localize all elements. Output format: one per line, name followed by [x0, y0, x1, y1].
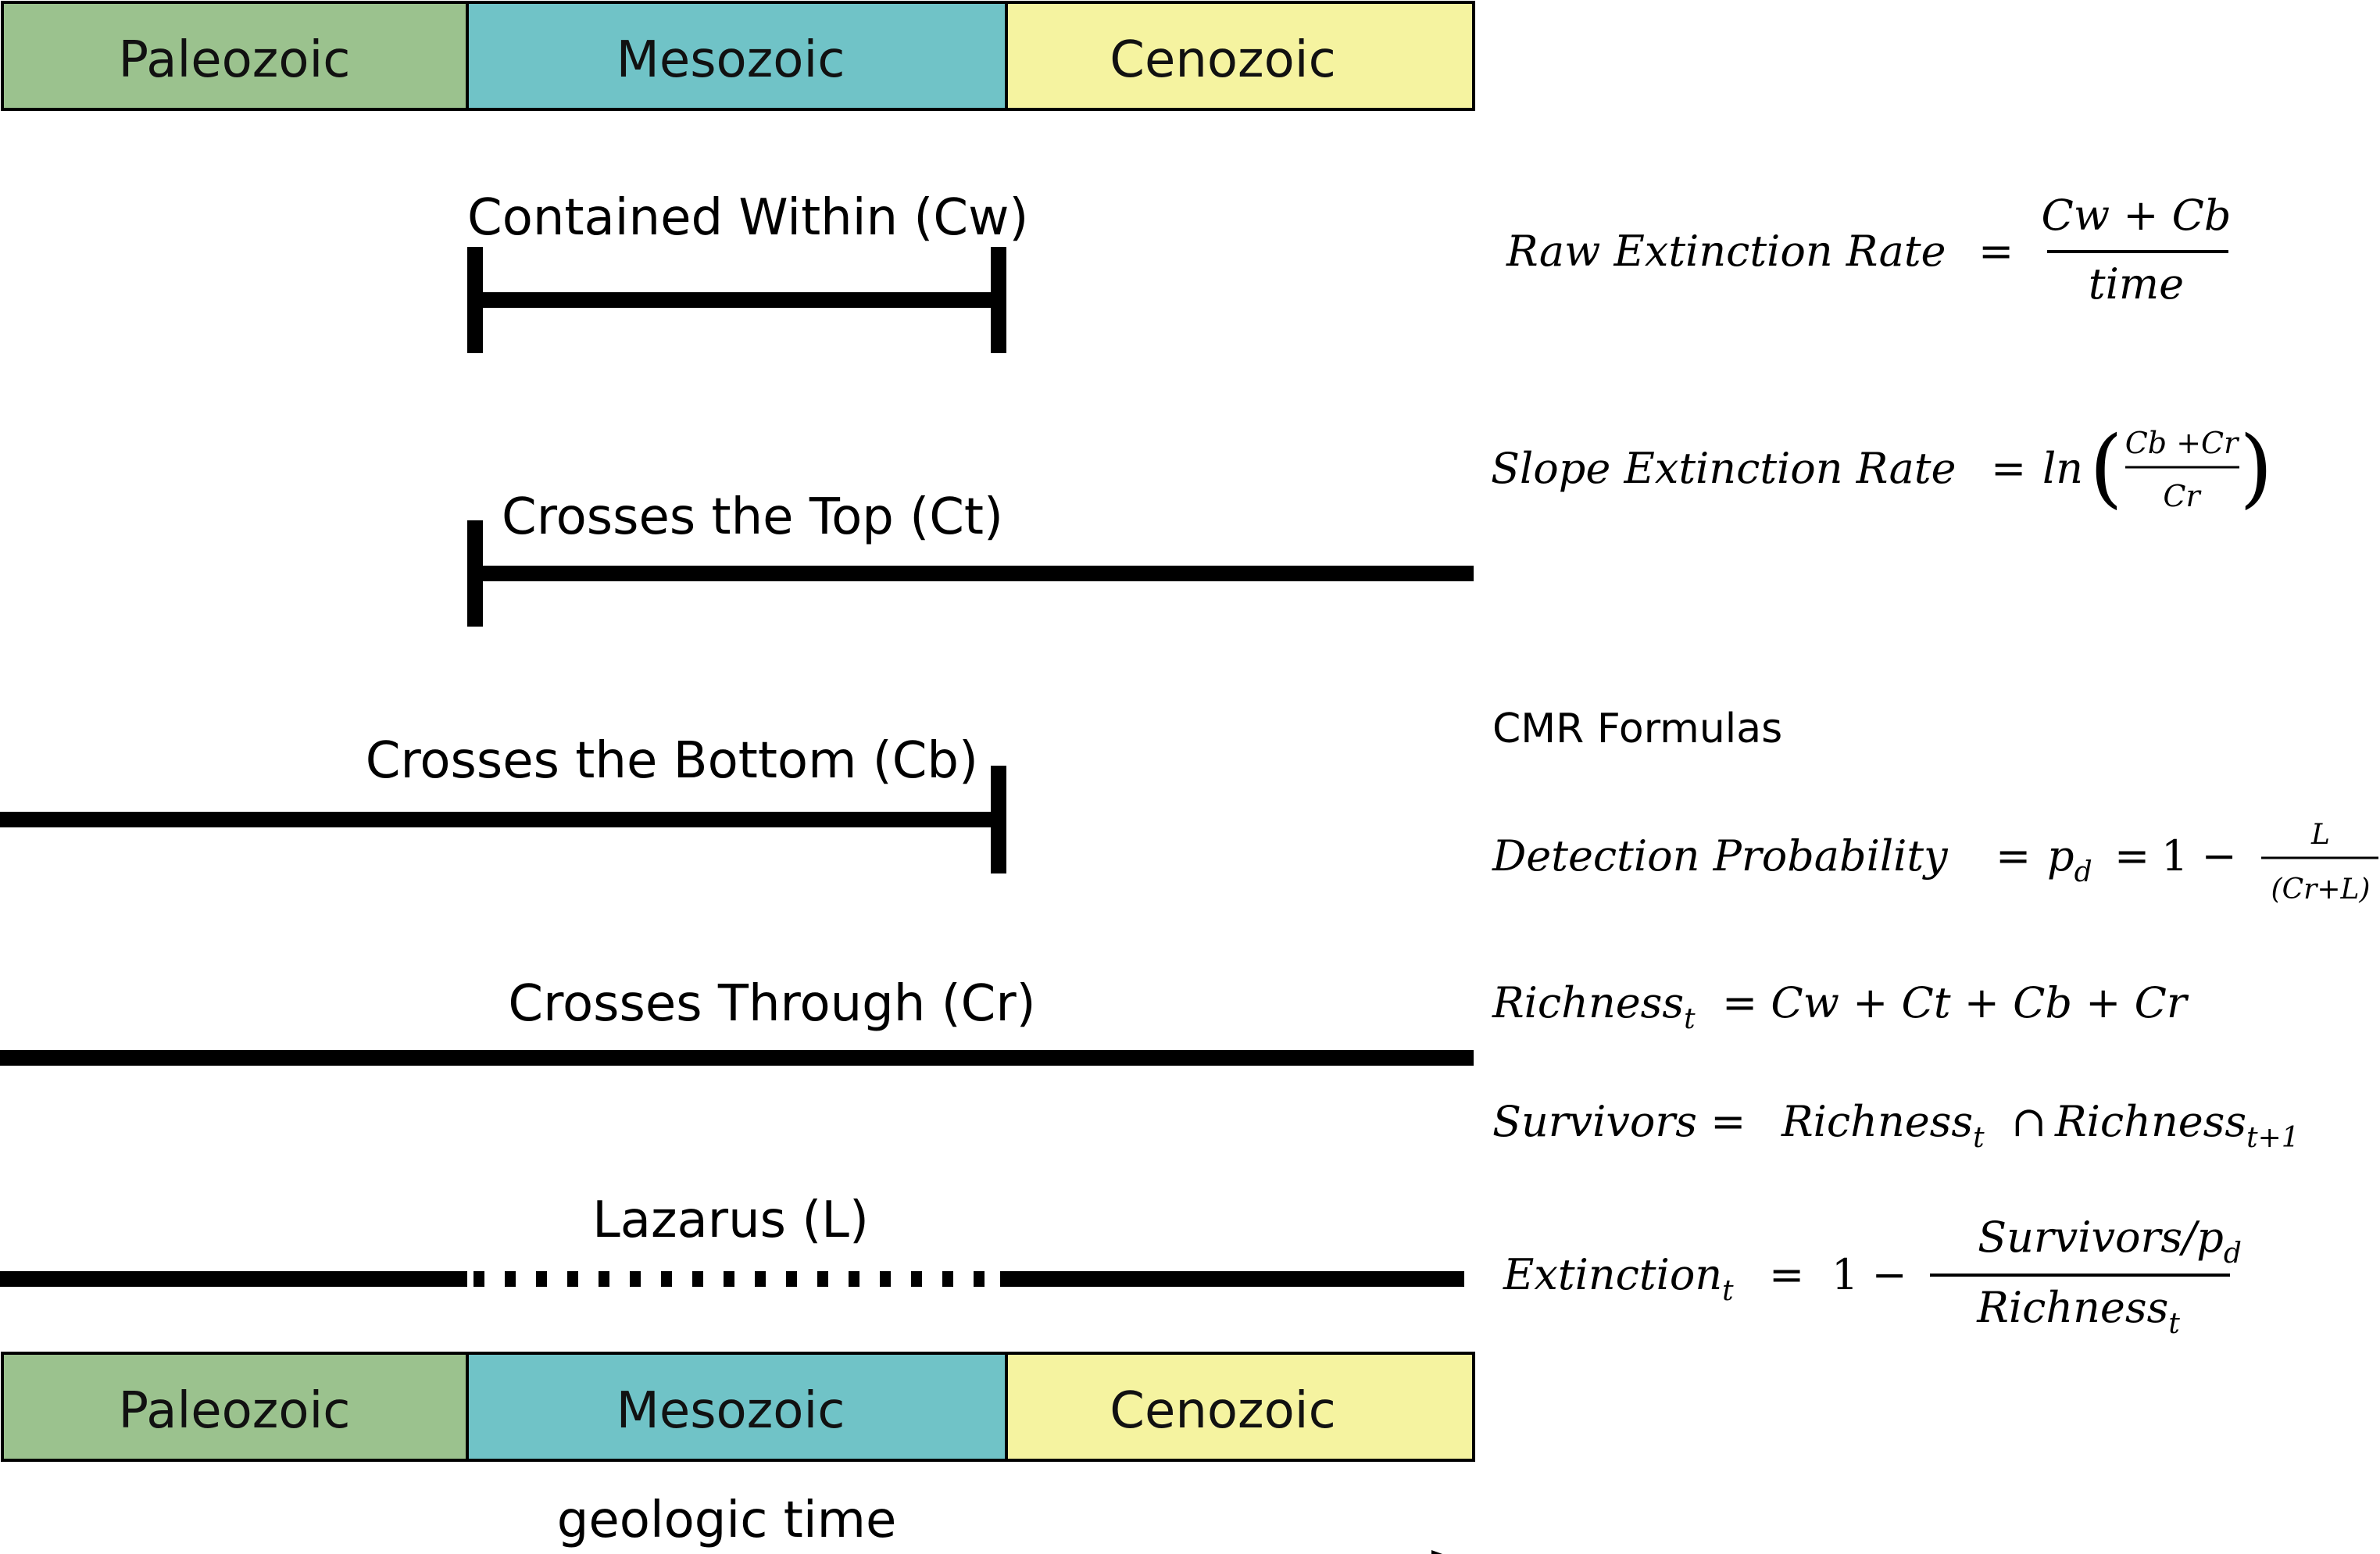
time-axis: geologic time	[557, 1491, 1475, 1554]
formula-lhs: Detection Probability	[1492, 831, 1949, 881]
formula-lhs: Survivors =	[1492, 1097, 1746, 1146]
formula-lhs: Raw Extinction Rate	[1506, 227, 1946, 276]
era-label-cenozoic: Cenozoic	[1110, 1382, 1336, 1440]
formulas-panel: Raw Extinction Rate = Cw + Cb time Slope…	[1491, 191, 2378, 1340]
era-label-mesozoic: Mesozoic	[616, 31, 845, 89]
range-lazarus: Lazarus (L)	[0, 1191, 1464, 1287]
formula-rhs: = Cw + Ct + Cb + Cr	[1722, 978, 2189, 1027]
formula-raw-extinction-rate: Raw Extinction Rate = Cw + Cb time	[1506, 191, 2232, 309]
axis-label-geologic-time: geologic time	[557, 1491, 897, 1549]
formula-survivors: Survivors = Richnesst ∩ Richnesst+1	[1492, 1097, 2300, 1154]
range-crosses-through: Crosses Through (Cr)	[0, 975, 1474, 1066]
fraction-numerator: Survivors/pd	[1978, 1213, 2242, 1270]
log-function: ln	[2042, 444, 2083, 493]
range-crosses-bottom: Crosses the Bottom (Cb)	[0, 732, 1006, 873]
era-box-paleozoic	[1, 1352, 469, 1462]
one-minus: 1 −	[1831, 1250, 1907, 1299]
era-box-cenozoic	[1005, 1, 1475, 111]
era-label-cenozoic: Cenozoic	[1110, 31, 1336, 89]
fraction-numerator: Cw + Cb	[2042, 191, 2232, 240]
intersection-symbol: ∩	[2011, 1097, 2046, 1146]
equals-sign: =	[1769, 1250, 1804, 1299]
fraction-denominator: Richnesst	[1976, 1283, 2180, 1340]
paren-close: )	[2239, 417, 2273, 517]
formula-lhs: Slope Extinction Rate	[1491, 444, 1957, 493]
label-crosses-through: Crosses Through (Cr)	[508, 975, 1035, 1033]
top-era-bar: Paleozoic Mesozoic Cenozoic	[1, 1, 1475, 111]
label-lazarus: Lazarus (L)	[592, 1191, 869, 1249]
fraction-denominator: Cr	[2163, 479, 2202, 513]
paren-open: (	[2089, 417, 2123, 517]
era-label-paleozoic: Paleozoic	[119, 1382, 351, 1440]
richness-t: Richnesst	[1781, 1097, 1985, 1154]
fraction-numerator: L	[2310, 819, 2330, 851]
era-box-mesozoic	[466, 1352, 1008, 1462]
formula-lhs: Extinctiont	[1503, 1250, 1734, 1307]
richness-t-plus-1: Richnesst+1	[2054, 1097, 2300, 1154]
equals-sign: =	[1978, 227, 2014, 276]
equals-sign: =	[1996, 831, 2031, 881]
equals-sign: =	[1991, 444, 2026, 493]
era-label-paleozoic: Paleozoic	[119, 31, 351, 89]
label-crosses-bottom: Crosses the Bottom (Cb)	[366, 732, 978, 790]
range-contained-within: Contained Within (Cw)	[467, 189, 1028, 353]
formula-detection-probability: Detection Probability = pd = 1 − L (Cr+L…	[1492, 819, 2378, 906]
formula-slope-extinction-rate: Slope Extinction Rate = ln ( Cb +Cr Cr )	[1491, 417, 2273, 517]
era-box-cenozoic	[1005, 1352, 1475, 1462]
fraction-denominator: (Cr+L)	[2271, 873, 2371, 906]
fraction-denominator: time	[2089, 259, 2184, 309]
equals-sign: =	[2114, 831, 2150, 881]
fraction-numerator: Cb +Cr	[2125, 426, 2240, 460]
one-minus: 1 −	[2161, 831, 2237, 881]
era-box-paleozoic	[1, 1, 469, 111]
range-crosses-top: Crosses the Top (Ct)	[467, 488, 1474, 627]
label-contained-within: Contained Within (Cw)	[467, 189, 1028, 247]
era-label-mesozoic: Mesozoic	[616, 1382, 845, 1440]
era-box-mesozoic	[466, 1, 1008, 111]
formula-lhs: Richnesst	[1492, 978, 1696, 1035]
cmr-formulas-heading: CMR Formulas	[1492, 706, 1782, 752]
detection-symbol: pd	[2047, 831, 2092, 888]
formula-extinction: Extinctiont = 1 − Survivors/pd Richnesst	[1503, 1213, 2242, 1340]
label-crosses-top: Crosses the Top (Ct)	[502, 488, 1003, 546]
bottom-era-bar: Paleozoic Mesozoic Cenozoic	[1, 1352, 1475, 1462]
formula-richness: Richnesst = Cw + Ct + Cb + Cr	[1492, 978, 2189, 1035]
